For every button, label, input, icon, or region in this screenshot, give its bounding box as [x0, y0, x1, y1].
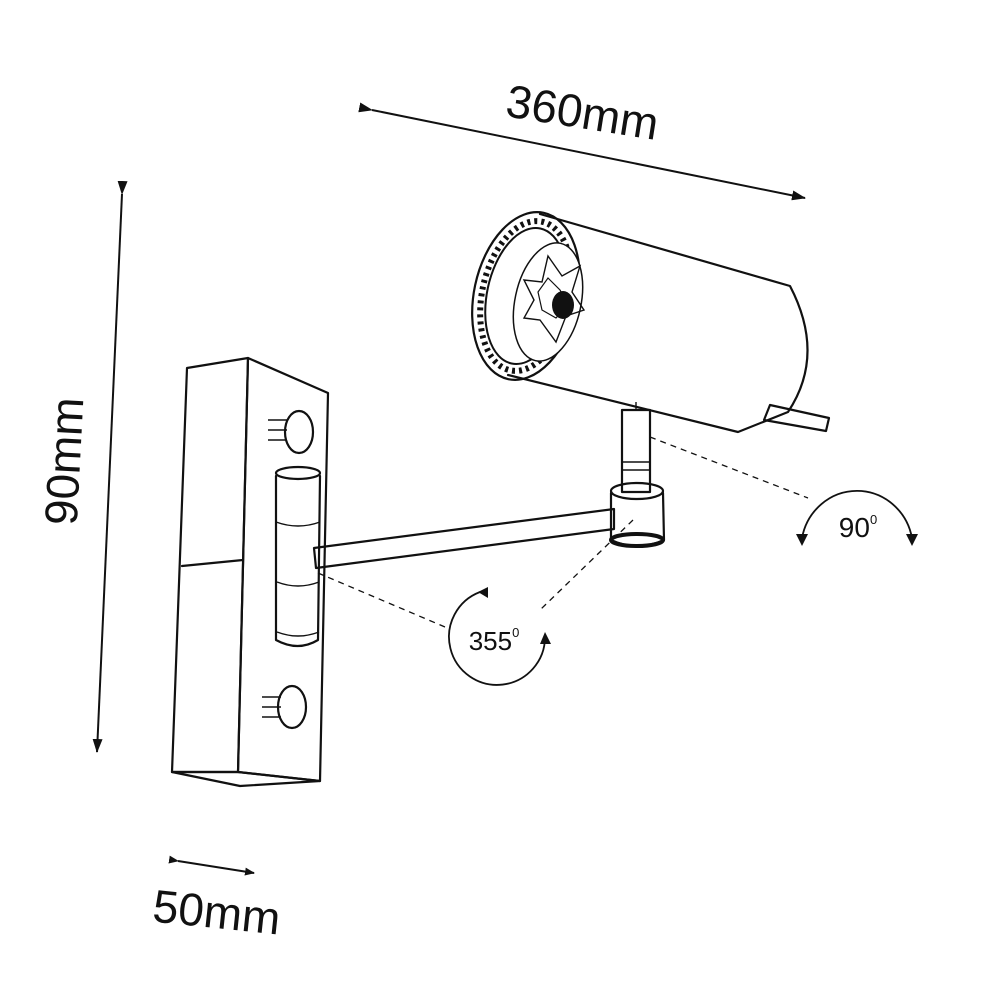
width-dimension-line	[358, 102, 806, 201]
dimension-depth: 50mm	[150, 855, 283, 945]
arm-rotation-arc	[448, 591, 546, 686]
height-label: 90mm	[35, 396, 94, 526]
arm-end-joint	[609, 481, 666, 548]
wall-plate-seam	[180, 558, 245, 568]
lamp-body	[506, 212, 809, 434]
reflector-lens	[512, 242, 586, 362]
wall-plate-front-face	[236, 356, 330, 783]
arm-pivot-cylinder	[274, 465, 322, 648]
arm-rotation-arrow-end-icon	[540, 632, 551, 644]
arm-rotation-indicator: 3550	[317, 519, 634, 686]
wall-plate-bottom-face	[170, 770, 322, 788]
head-rotation-arrow-right-icon	[906, 534, 918, 546]
depth-dimension-line	[168, 855, 255, 876]
width-label: 360mm	[503, 75, 663, 150]
arm-bar	[312, 507, 616, 570]
head-stem	[620, 402, 652, 494]
dimension-height: 90mm	[35, 180, 128, 753]
head-guide-line	[649, 436, 809, 499]
swing-arm	[312, 507, 616, 570]
head-rotation-value: 900	[839, 512, 877, 543]
depth-label: 50mm	[150, 880, 283, 945]
wall-plate	[170, 356, 330, 788]
arm-rotation-arrow-start-icon	[478, 587, 488, 598]
head-rotation-arrow-left-icon	[796, 534, 808, 546]
dimension-width: 360mm	[358, 75, 806, 201]
head-rotation-indicator: 900	[649, 436, 918, 546]
led-chip-icon	[552, 291, 574, 319]
lamp-head	[471, 211, 831, 434]
height-dimension-line	[92, 180, 128, 753]
top-screw-icon	[268, 409, 315, 455]
head-rotation-arc	[801, 490, 913, 539]
rear-pin	[762, 403, 831, 433]
bottom-screw-icon	[262, 684, 308, 730]
arm-guide-line-1	[317, 572, 446, 628]
arm-rotation-value: 3550	[469, 625, 520, 656]
